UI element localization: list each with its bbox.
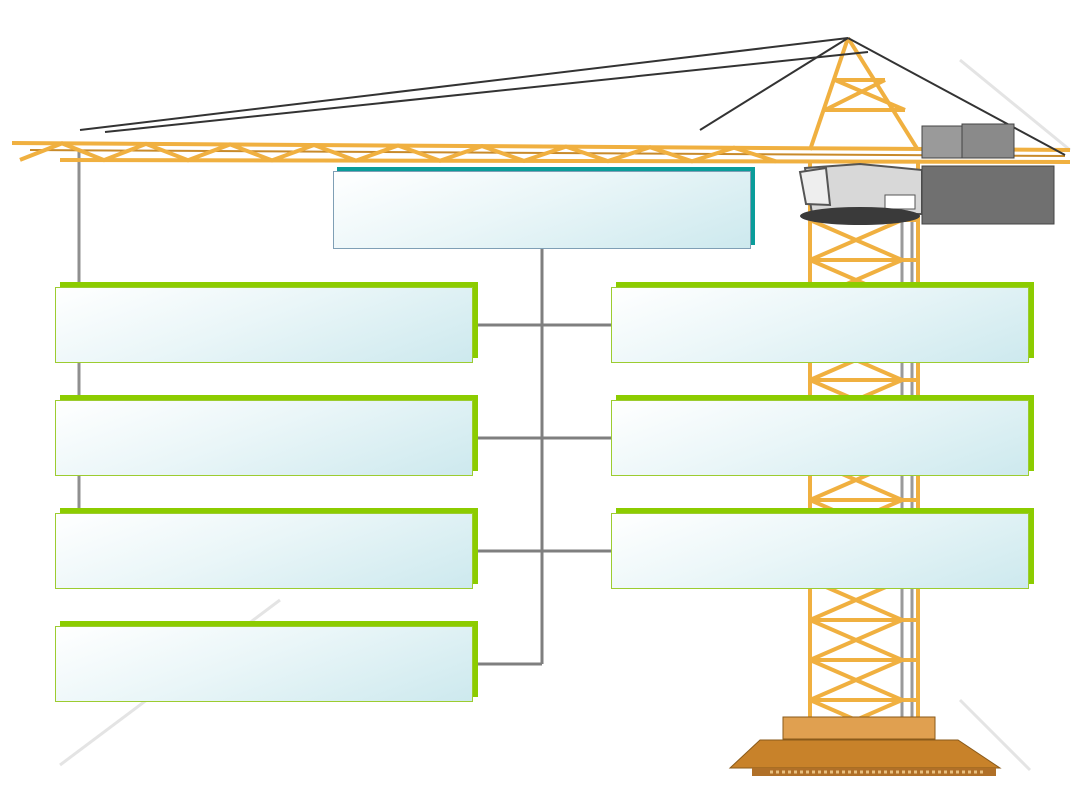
right-node-2 — [611, 400, 1029, 476]
crane-cables — [79, 37, 1066, 156]
crane-counterweight — [921, 123, 1055, 225]
left-node-4 — [55, 626, 473, 702]
left-node-3 — [55, 513, 473, 589]
crane-apex — [808, 36, 920, 152]
connector-lines — [473, 249, 611, 666]
crane-base — [728, 716, 1002, 776]
crane-cab — [798, 162, 923, 225]
left-node-2 — [55, 400, 473, 476]
right-node-3 — [611, 513, 1029, 589]
root-node — [333, 171, 751, 249]
crane-jib — [11, 141, 1071, 164]
right-node-1 — [611, 287, 1029, 363]
left-node-1 — [55, 287, 473, 363]
